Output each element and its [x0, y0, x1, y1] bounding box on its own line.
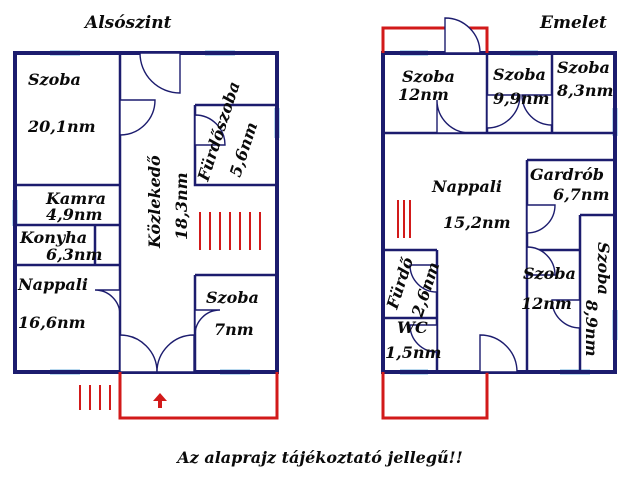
room-name: Szoba: [557, 58, 610, 77]
door-swing: [409, 264, 438, 293]
room-area: 20,1nm: [27, 117, 96, 136]
door-swing: [194, 309, 221, 336]
upper-floor-title: Emelet: [539, 13, 607, 33]
door-swing: [409, 324, 438, 353]
door-swing: [486, 94, 521, 129]
balcony-outline: [381, 26, 489, 53]
room-area: 15,2nm: [443, 213, 511, 232]
room-area: 9,9nm: [493, 89, 549, 108]
door-swing: [521, 94, 553, 126]
room-area: 12nm: [398, 85, 449, 104]
door-swing: [139, 52, 181, 94]
door-swing: [94, 289, 121, 316]
room-name: WC: [397, 318, 428, 337]
room-name: Szoba: [402, 67, 455, 86]
room-name: Konyha: [19, 228, 87, 247]
room-name: Közlekedő: [145, 155, 164, 249]
room-area: 1,5nm: [385, 343, 441, 362]
room-name: Kamra: [45, 189, 106, 208]
door-swing: [479, 334, 518, 373]
staircase: [199, 212, 261, 250]
room-name: Szoba: [493, 65, 546, 84]
room-name: Szoba: [28, 70, 81, 89]
terrace-outline: [118, 372, 279, 420]
room-area: 7nm: [214, 320, 254, 339]
ground-floor-plan: Alsószint Szoba 20,1nm Kamra 4,9nm Konyh…: [12, 13, 280, 420]
room-area: 16,6nm: [18, 313, 86, 332]
room-name: Nappali: [17, 275, 88, 294]
room-area: 4,9nm: [46, 205, 102, 224]
entrance-steps: [79, 385, 111, 410]
door-swing: [119, 99, 156, 136]
door-swing: [156, 334, 195, 373]
room-area: 18,3nm: [172, 172, 191, 240]
room-area: 5,6nm: [226, 120, 262, 180]
room-area: 6,3nm: [46, 245, 102, 264]
room-area: 8,3nm: [556, 81, 613, 100]
room-name: Gardrób: [530, 165, 604, 184]
room-name: Szoba: [206, 288, 259, 307]
balcony-outline: [381, 372, 489, 420]
door-swing: [119, 334, 158, 373]
room-area: 12nm: [521, 294, 572, 313]
room-name: Szoba: [523, 264, 576, 283]
door-swing: [526, 204, 556, 234]
upper-floor-plan: Emelet Szoba 12nm Szoba 9,9nm Szoba 8,3n…: [381, 13, 618, 420]
door-swing: [444, 17, 481, 54]
room-area: 8,9nm: [582, 299, 601, 356]
door-swing: [436, 99, 471, 134]
door-swing: [526, 246, 556, 276]
door-swing: [194, 114, 226, 146]
room-name: Nappali: [431, 177, 502, 196]
room-area: 6,7nm: [553, 185, 609, 204]
door-swing: [551, 299, 581, 329]
entrance-arrow-icon: [153, 393, 167, 408]
ground-floor-title: Alsószint: [83, 13, 172, 33]
disclaimer-note: Az alaprajz tájékoztató jellegű!!: [175, 448, 462, 467]
room-name: Szoba: [594, 242, 613, 295]
staircase: [397, 200, 411, 238]
